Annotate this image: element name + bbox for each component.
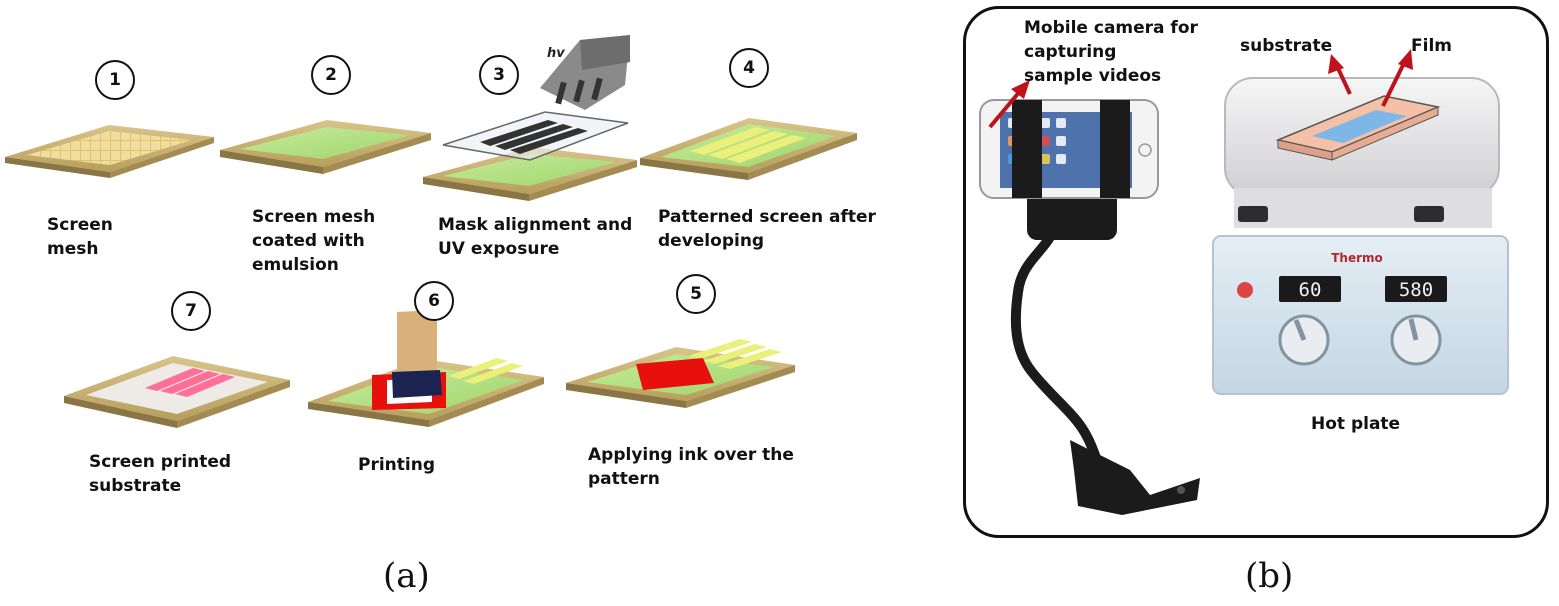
panel-b-frame [963,6,1549,538]
step-1-number: 1 [95,60,135,100]
step-3-label: Mask alignment and UV exposure [438,215,633,259]
step-4-number: 4 [729,48,769,88]
phone-holder-illustration [979,99,1200,515]
panel-a-caption: (a) [383,556,430,596]
step-2-label: Screen mesh coated with emulsion [252,207,376,275]
camera-label: Mobile camera for capturing sample video… [1024,18,1198,86]
step-3-number: 3 [479,55,519,95]
panel-b-caption: (b) [1245,556,1294,596]
printed-substrate-illustration [64,356,290,428]
stir-display: 580 [1399,279,1433,301]
film-label: Film [1411,36,1452,56]
patterned-screen-illustration [640,118,857,180]
uv-mask-symbol: hv [547,46,565,61]
heat-display: 60 [1299,279,1322,301]
coated-screen-illustration [220,120,431,174]
uv-exposure-illustration [423,35,637,201]
step-2-number: 2 [311,55,351,95]
pointer-arrows [988,49,1413,129]
step-7-number: 7 [171,291,211,331]
hot-plate-illustration: Thermo 60 580 [1212,77,1509,395]
applying-ink-illustration [566,339,795,408]
step-7-label: Screen printed substrate [89,452,232,496]
step-5-number: 5 [676,274,716,314]
screen-mesh-illustration [5,125,214,178]
printing-illustration [308,310,544,427]
step-6-number: 6 [414,281,454,321]
step-5-label: Applying ink over the pattern [588,445,794,489]
step-1-label: Screen mesh [47,215,113,259]
step-4-label: Patterned screen after developing [658,207,876,251]
brand-logo: Thermo [1331,251,1383,265]
hot-plate-label: Hot plate [1311,414,1401,434]
step-6-label: Printing [358,455,435,475]
substrate-label: substrate [1240,36,1333,56]
